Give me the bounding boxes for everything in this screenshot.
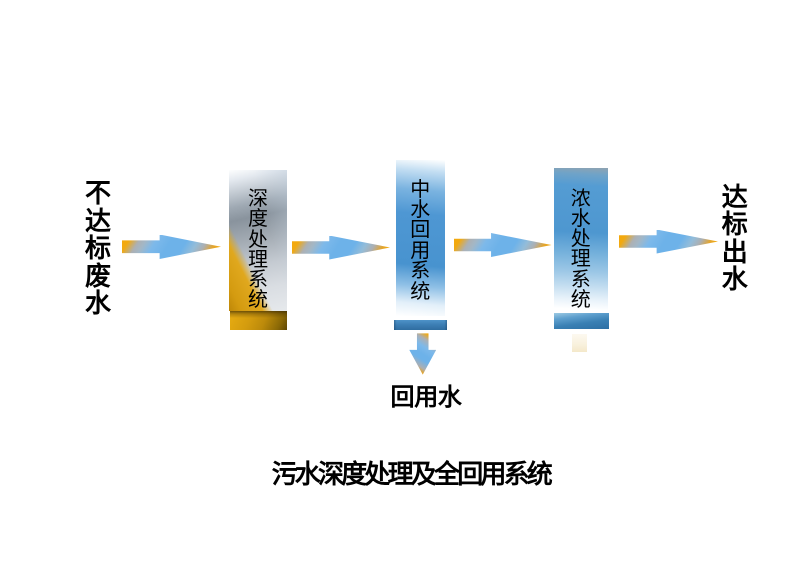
flow-arrow-down-icon bbox=[409, 333, 437, 375]
box-label-water-reuse: 中水回用系统 bbox=[410, 178, 431, 303]
process-box-concentrate-treatment: 浓水处理系统 bbox=[554, 168, 608, 311]
reuse-water-label: 回用水 bbox=[390, 384, 462, 411]
box-label-concentrate-treatment: 浓水处理系统 bbox=[570, 187, 591, 311]
process-box-deep-treatment: 深度处理系统 bbox=[229, 170, 287, 311]
concentrate-base-bar bbox=[553, 313, 609, 329]
water-reuse-base-bar bbox=[393, 320, 447, 330]
ghost-mark bbox=[572, 334, 587, 352]
flow-arrow-3-icon bbox=[454, 233, 552, 257]
box-label-deep-treatment: 深度处理系统 bbox=[248, 188, 268, 312]
flow-arrow-2-icon bbox=[292, 235, 390, 260]
diagram-title: 污水深度处理及全回用系统 bbox=[271, 459, 553, 489]
deep-treatment-base-bar bbox=[230, 311, 287, 330]
output-water-label: 达标出水 bbox=[721, 182, 748, 295]
flow-arrow-4-icon bbox=[619, 229, 718, 254]
input-water-label: 不达标废水 bbox=[85, 178, 112, 319]
process-box-water-reuse: 中水回用系统 bbox=[395, 160, 445, 316]
flow-arrow-1-icon bbox=[122, 234, 221, 259]
